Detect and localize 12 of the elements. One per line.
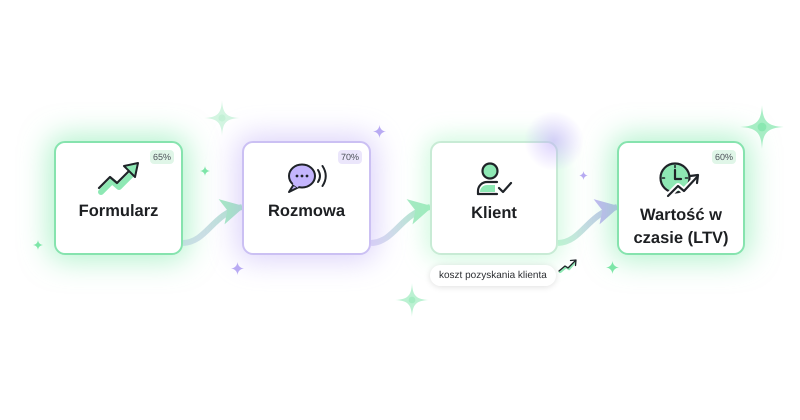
percent-badge: 65% xyxy=(150,150,174,164)
percent-badge: 70% xyxy=(338,150,362,164)
node-title: Rozmowa xyxy=(266,201,346,222)
caption-pill: koszt pozyskania klienta xyxy=(430,265,556,286)
process-card xyxy=(430,141,558,255)
process-card xyxy=(617,141,745,255)
process-card xyxy=(54,141,183,255)
node-title: Wartość w czasie (LTV) xyxy=(632,205,730,249)
percent-badge: 60% xyxy=(712,150,736,164)
node-title: Formularz xyxy=(78,201,160,222)
node-title: Klient xyxy=(470,203,518,224)
process-card xyxy=(242,141,371,255)
